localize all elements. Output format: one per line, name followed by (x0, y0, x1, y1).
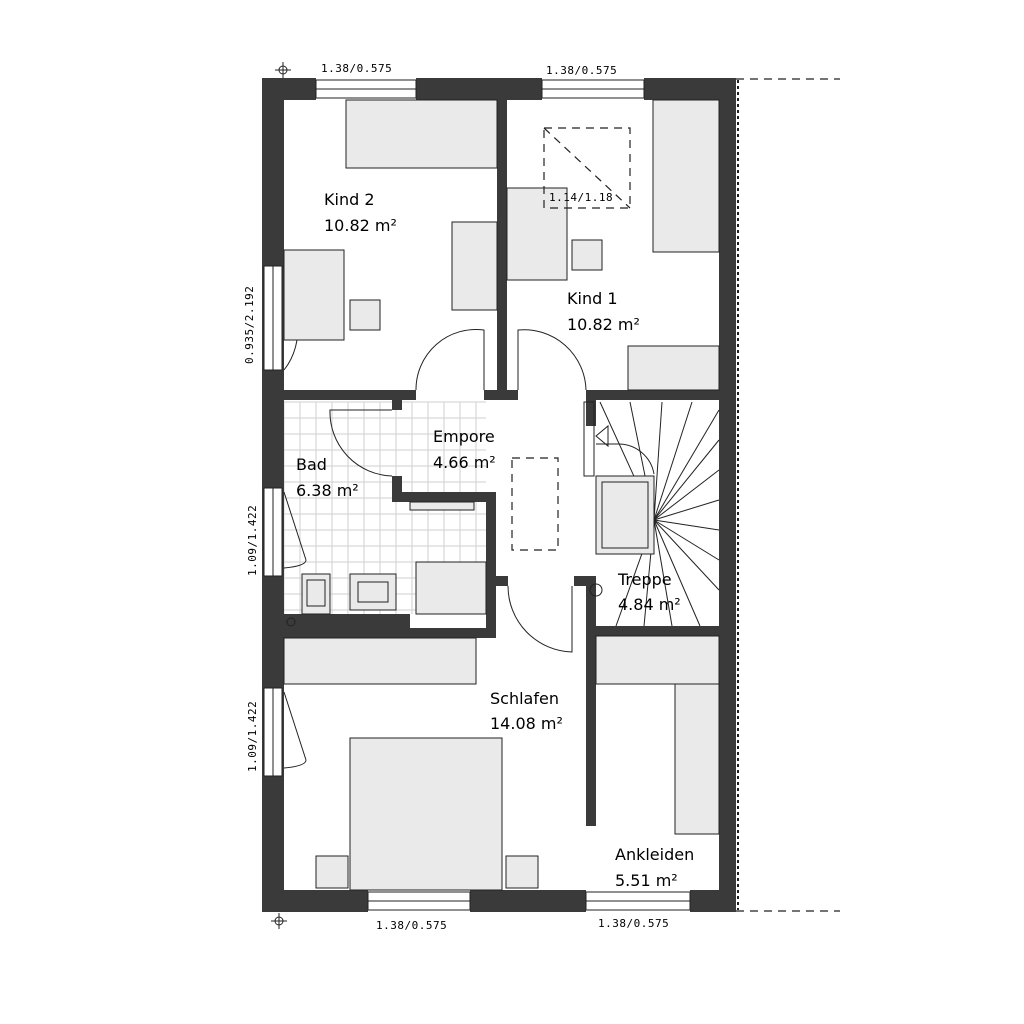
empore-opening (511, 457, 559, 551)
room-area: 4.84 m² (618, 595, 681, 614)
stair-tread (653, 519, 720, 591)
stair-tread (653, 439, 720, 521)
room-area: 4.66 m² (433, 453, 496, 472)
room-name: Schlafen (490, 689, 559, 708)
dim-top-window-left: 1.38/0.575 (321, 62, 392, 75)
furniture-kind1 (506, 99, 720, 391)
furniture-ankleiden (595, 635, 720, 835)
stair-tread (653, 499, 720, 521)
stair-tread (653, 519, 701, 627)
room-name: Kind 1 (567, 289, 618, 308)
room-name: Empore (433, 427, 495, 446)
room-name: Treppe (617, 570, 672, 589)
stair-well (595, 475, 655, 555)
stair-tread (653, 519, 673, 627)
room-ankleiden: Ankleiden 5.51 m² (615, 845, 694, 890)
room-empore: Empore 4.66 m² (433, 427, 496, 472)
stair-tread (653, 401, 663, 521)
dim-bottom-window-right: 1.38/0.575 (598, 917, 669, 930)
neighbour-boundary (736, 78, 840, 912)
dim-left-window-middle: 1.09/1.422 (246, 505, 259, 576)
interior-walls (284, 100, 719, 826)
dim-bottom-window-left: 1.38/0.575 (376, 919, 447, 932)
dim-left-window-bottom: 1.09/1.422 (246, 701, 259, 772)
stair-tread (653, 519, 720, 531)
dim-left-window-top: 0.935/2.192 (243, 286, 256, 364)
room-area: 10.82 m² (324, 216, 397, 235)
room-name: Bad (296, 455, 327, 474)
room-area: 6.38 m² (296, 481, 359, 500)
stair-tread (653, 401, 693, 521)
corner-markers (271, 62, 603, 929)
stair-tread (653, 469, 720, 521)
furniture-kind2 (283, 99, 498, 341)
room-area: 14.08 m² (490, 714, 563, 733)
furniture-bad (301, 501, 487, 615)
room-name: Kind 2 (324, 190, 375, 209)
furniture-schlafen (283, 637, 539, 891)
dim-top-window-right: 1.38/0.575 (546, 64, 617, 77)
room-area: 5.51 m² (615, 871, 678, 890)
room-kind2: Kind 2 10.82 m² (324, 190, 397, 235)
stair-well-inner (601, 481, 649, 549)
room-area: 10.82 m² (567, 315, 640, 334)
doors (329, 328, 587, 653)
stair-tread (653, 409, 720, 521)
staircase (583, 401, 720, 627)
top-bottom-windows (315, 79, 691, 911)
room-treppe: Treppe 4.84 m² (617, 570, 681, 614)
left-windows (263, 265, 307, 777)
stair-tread (653, 519, 720, 561)
room-bad: Bad 6.38 m² (296, 455, 359, 500)
room-name: Ankleiden (615, 845, 694, 864)
room-schlafen: Schlafen 14.08 m² (490, 689, 563, 733)
room-kind1: Kind 1 10.82 m² (567, 289, 640, 334)
dim-skylight: 1.14/1.18 (549, 191, 613, 204)
